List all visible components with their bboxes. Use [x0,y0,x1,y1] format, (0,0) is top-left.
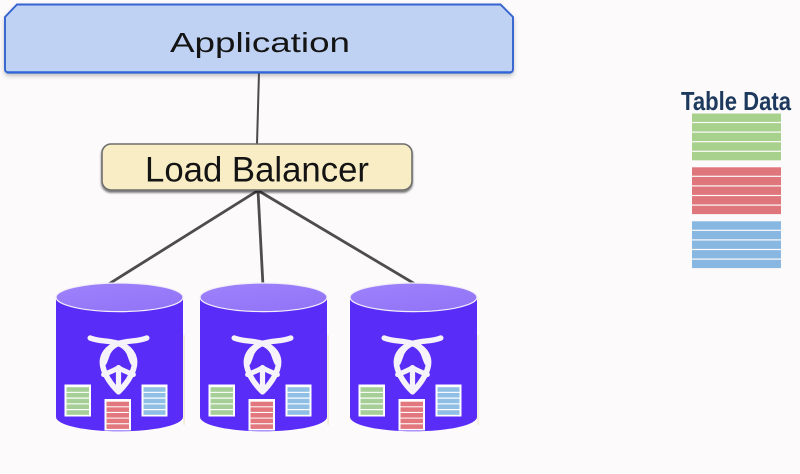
svg-text:Load Balancer: Load Balancer [145,151,369,190]
svg-text:Application: Application [170,27,350,58]
svg-text:Table Data: Table Data [681,86,791,116]
